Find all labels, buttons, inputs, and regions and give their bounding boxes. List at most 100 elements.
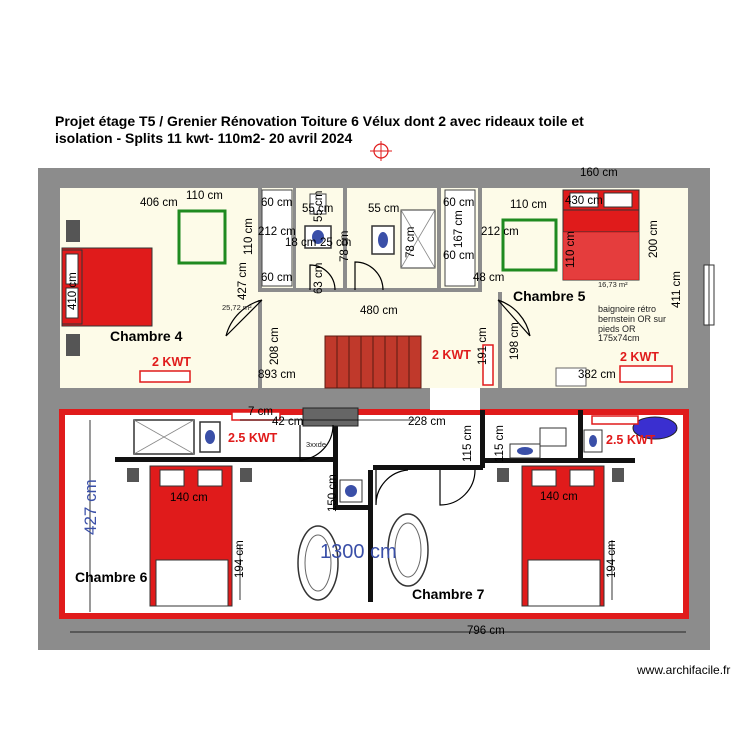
bed-chambre7: [497, 465, 624, 607]
lower-wall-right-top: [485, 458, 635, 463]
wall-bath-mid3: [437, 188, 441, 290]
area-landing: 3xxde: [306, 440, 326, 449]
staircase: [324, 335, 422, 389]
bed-chambre5: [562, 189, 640, 281]
toilet-c7: [539, 427, 567, 447]
dim-140-c7: 140 cm: [540, 491, 578, 503]
wall-bath-mid2: [343, 188, 347, 290]
bathtub-note-line2: bernstein OR sur: [598, 314, 666, 324]
dim-78-vert-a: 78 cm: [339, 231, 351, 262]
lower-wall-right-bath: [578, 410, 583, 460]
dim-160: 160 cm: [580, 167, 618, 179]
split-unit-c5: [619, 365, 673, 383]
split-unit-corridor: [482, 344, 494, 386]
dim-191-vert: 191 cm: [477, 327, 489, 365]
dimension-lines: [70, 419, 686, 633]
wall-c4-right: [258, 300, 262, 388]
lower-wall-c6-right: [333, 505, 373, 510]
toilet-c6: [302, 407, 359, 427]
wall-bath-left: [258, 188, 262, 290]
dim-115-vert-a: 115 cm: [462, 425, 474, 462]
area-chambre4: 25,72 m²: [222, 303, 252, 312]
wall-bath-mid1: [293, 188, 296, 290]
dim-228: 228 cm: [408, 416, 446, 428]
door-c6-bath: [299, 424, 334, 461]
room-label-chambre4: Chambre 4: [110, 328, 183, 344]
door-c5: [497, 299, 531, 337]
dim-167-vert: 167 cm: [453, 210, 465, 248]
dim-110-c5: 110 cm: [510, 199, 547, 211]
bathtub-note-line1: baignoire rétro: [598, 304, 656, 314]
wall-c5-left: [498, 292, 502, 388]
dim-427-vert: 427 cm: [237, 262, 249, 300]
door-c6: [375, 469, 409, 506]
lower-wall-c6-top: [115, 457, 337, 462]
dim-60-b: 60 cm: [443, 197, 474, 209]
bathtub-c5: [555, 367, 587, 387]
dim-212-b: 212 cm: [481, 226, 519, 238]
heated-zone-outline: [59, 409, 689, 619]
dim-410-vert: 410 cm: [67, 272, 79, 310]
bathtub-1: [297, 525, 339, 601]
toilet-1: [309, 193, 327, 215]
dim-411-vert: 411 cm: [671, 271, 683, 308]
split-label-corridor: 2 KWT: [432, 348, 471, 362]
dim-194-vert-c6: 194 cm: [234, 540, 246, 578]
dim-55-b: 55 cm: [368, 203, 399, 215]
lower-wall-c7-left: [368, 470, 373, 602]
lower-wall-c7-bath: [480, 410, 485, 468]
dim-60-d: 60 cm: [261, 272, 292, 284]
bathtub-1-inner: [304, 534, 332, 592]
dim-893: 893 cm: [258, 369, 296, 381]
dim-208-vert: 208 cm: [269, 327, 281, 365]
dim-7: 7 cm: [248, 406, 273, 418]
split-label-c7: 2.5 KWT: [606, 433, 656, 447]
sink-c7-basin: [517, 447, 533, 455]
washbasin-landing-basin: [345, 485, 357, 497]
compass-icon: [370, 141, 392, 161]
bathtub-note-line3: pieds OR: [598, 324, 636, 334]
wall-bath-right: [478, 188, 482, 290]
dim-406: 406 cm: [140, 197, 178, 209]
door-c7-bath: [439, 469, 476, 506]
bathtub-2-inner: [394, 522, 422, 578]
bed-chambre4: [61, 220, 153, 356]
sink-basin-2: [378, 232, 388, 248]
dim-110-vert: 110 cm: [243, 218, 255, 255]
wardrobe-2: [444, 189, 476, 287]
dim-63-vert: 63 cm: [313, 263, 325, 294]
door-c4: [225, 299, 263, 337]
velux-window-c4: [177, 209, 227, 265]
plan-title: Projet étage T5 / Grenier Rénovation Toi…: [55, 113, 584, 146]
dim-212-a: 212 cm: [258, 226, 296, 238]
bathtub-retro: [632, 416, 678, 440]
area-chambre5: 16,73 m²: [598, 280, 628, 289]
bathtub-note-line4: 175x74cm: [598, 333, 640, 343]
dim-48: 48 cm: [473, 272, 504, 284]
door-bath1: [309, 264, 336, 291]
room-label-chambre5: Chambre 5: [513, 288, 586, 304]
split-unit-c4: [139, 370, 191, 383]
dim-140-c6: 140 cm: [170, 492, 208, 504]
split-label-c5: 2 KWT: [620, 350, 659, 364]
dim-55-a: 55 cm: [302, 203, 333, 215]
dim-115-vert-b: 115 cm: [494, 425, 506, 462]
stairwell-gap: [430, 388, 480, 410]
dim-480: 480 cm: [360, 305, 398, 317]
split-label-c6: 2.5 KWT: [228, 431, 278, 445]
room-label-chambre6: Chambre 6: [75, 569, 148, 585]
dim-55-vert: 55 cm: [313, 191, 325, 222]
split-unit-c7: [591, 415, 639, 425]
dim-430: 430 cm: [565, 195, 603, 207]
dim-382: 382 cm: [578, 369, 616, 381]
dim-200-vert: 200 cm: [648, 220, 660, 258]
lower-wall-mid: [333, 410, 338, 505]
dim-150-vert: 150 cm: [327, 474, 339, 512]
dim-427-big: 427 cm: [81, 479, 100, 535]
split-label-c4: 2 KWT: [152, 355, 191, 369]
dim-198-vert: 198 cm: [509, 322, 521, 360]
wall-corridor-top: [258, 288, 482, 292]
sink-basin-1: [312, 230, 324, 244]
dim-25: 25 cm: [320, 237, 351, 249]
